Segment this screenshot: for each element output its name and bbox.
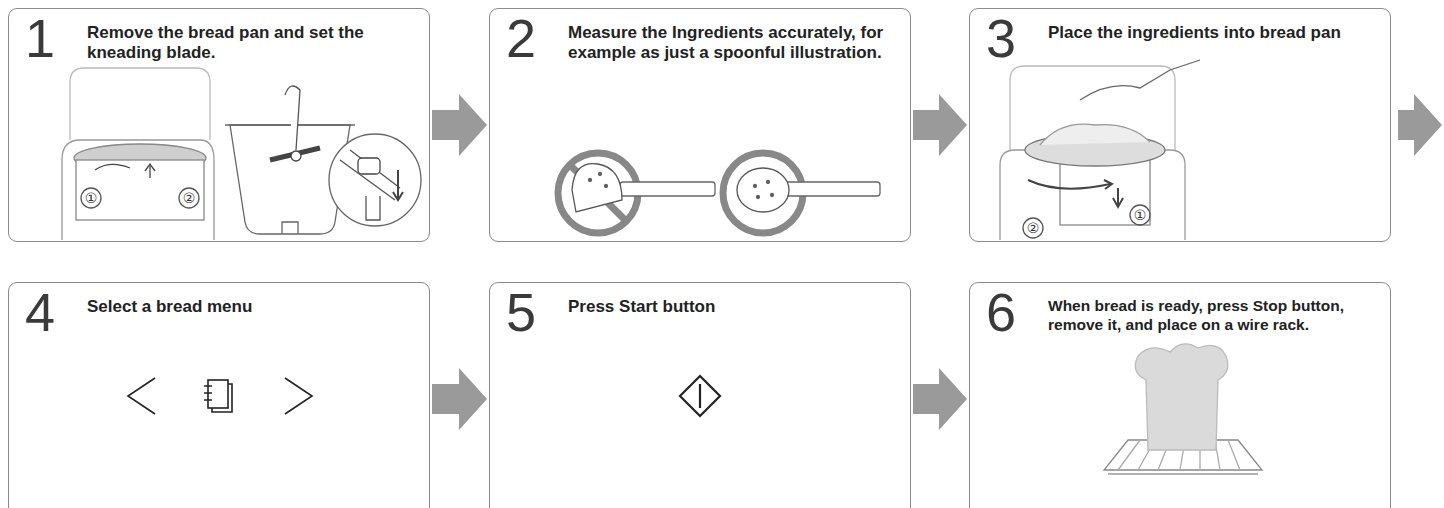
step-panel: 6 When bread is ready, press Stop button,… [969, 282, 1391, 508]
step-number: 1 [25, 11, 55, 65]
start-icon [680, 376, 720, 416]
callout-number: ① [81, 188, 101, 208]
step-instruction: Select a bread menu [87, 297, 409, 317]
step-number: 5 [506, 285, 536, 339]
step-number: 2 [506, 11, 536, 65]
step-number: 3 [986, 11, 1016, 65]
step-number: 6 [986, 285, 1016, 339]
step-panel: 1 Remove the bread pan and set the kneadi… [8, 8, 430, 242]
bread-maker-illustration [62, 68, 421, 240]
step-panel: 2 Measure the Ingredients accurately, for… [489, 8, 911, 242]
insert-pan-illustration [1000, 60, 1200, 240]
step-instruction: Measure the Ingredients accurately, for … [568, 23, 890, 64]
step-panel: 5 Press Start button [489, 282, 911, 508]
step-instruction: Press Start button [568, 297, 890, 317]
menu-icon [128, 378, 312, 414]
spoon-illustration [558, 153, 880, 233]
step-panel: 3 Place the ingredients into bread pan [969, 8, 1391, 242]
flow-arrow [432, 94, 487, 156]
callout-number: ② [179, 188, 199, 208]
callout-number: ① [1130, 205, 1150, 225]
callout-number: ② [1023, 218, 1043, 238]
step-instruction: Remove the bread pan and set the kneadin… [87, 23, 409, 64]
flow-arrow [1398, 94, 1442, 156]
flow-arrow [432, 368, 487, 430]
flow-arrow [913, 94, 967, 156]
bread-on-rack-illustration [1104, 344, 1262, 474]
step-instruction: Place the ingredients into bread pan [1048, 23, 1370, 43]
step-number: 4 [25, 285, 55, 339]
step-instruction: When bread is ready, press Stop button, … [1048, 297, 1370, 334]
flow-arrow [913, 368, 967, 430]
step-panel: 4 Select a bread menu [8, 282, 430, 508]
